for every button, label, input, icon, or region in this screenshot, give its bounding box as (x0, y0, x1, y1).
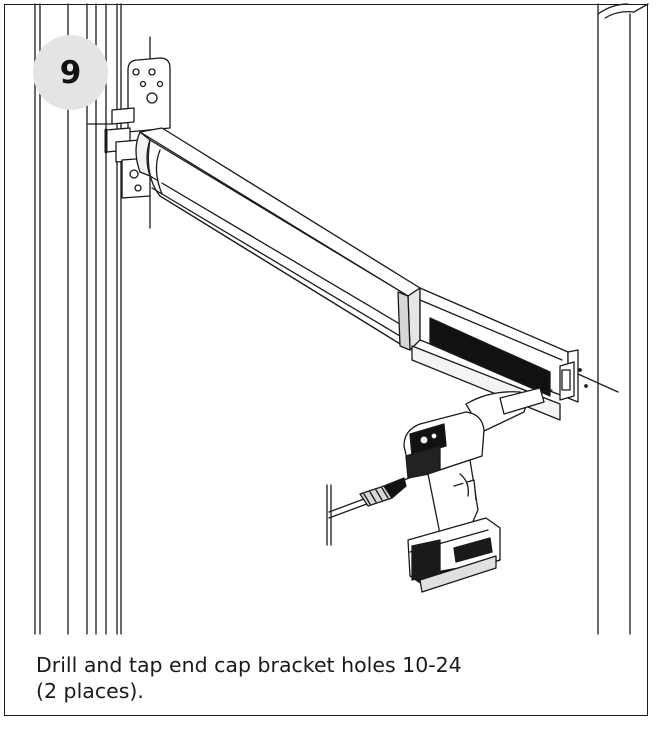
power-drill (403, 387, 553, 593)
caption-line-1: Drill and tap end cap bracket holes 10-2… (36, 653, 462, 677)
caption-line-2: (2 places). (36, 679, 144, 703)
door-frame-right (597, 3, 649, 635)
closer-housing (135, 127, 421, 351)
tap-tool (326, 475, 415, 546)
instruction-panel-frame (4, 4, 648, 716)
step-number: 9 (59, 54, 82, 91)
step-number-badge: 9 (33, 35, 108, 110)
instruction-caption: Drill and tap end cap bracket holes 10-2… (36, 652, 636, 704)
